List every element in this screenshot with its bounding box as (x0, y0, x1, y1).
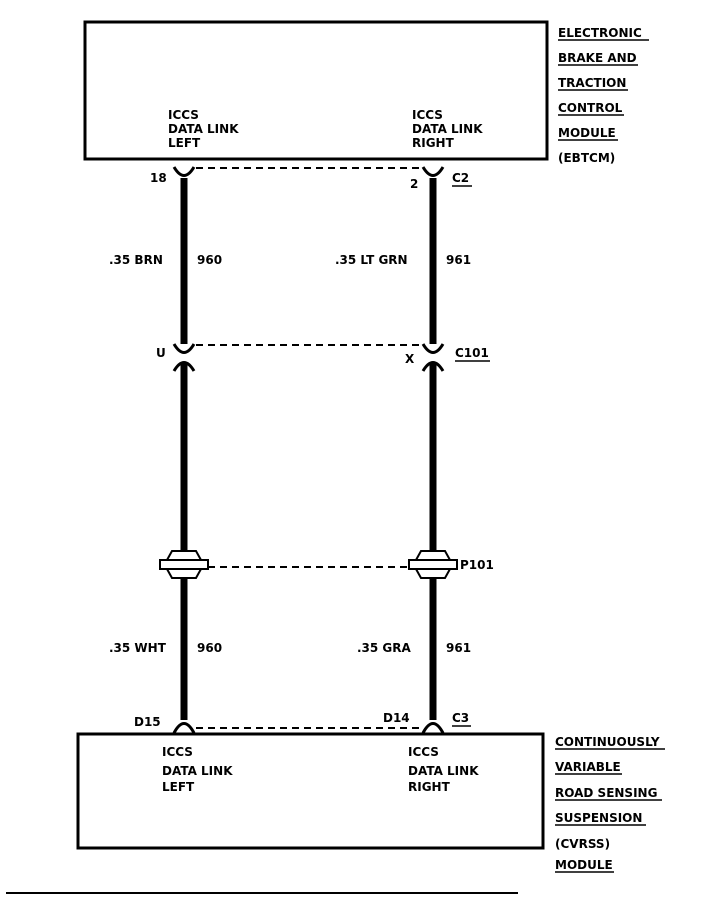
cvrss-right-connector-terminal (421, 722, 445, 734)
cvrss-right-pin: D14 (383, 711, 410, 725)
c101-right-pin: X (405, 352, 415, 366)
ebtcm-module-label: ELECTRONIC BRAKE AND TRACTION CONTROL MO… (558, 26, 649, 165)
cvrss-left-terminal-line-2: DATA LINK (162, 764, 233, 778)
pass-through-p101-label: P101 (460, 558, 494, 572)
c101-right-lower-terminal (421, 361, 445, 372)
wire-961-upper-gauge-color: .35 LT GRN (335, 253, 408, 267)
connector-c101-label: C101 (455, 346, 489, 360)
cvrss-left-connector-terminal (172, 722, 196, 734)
cvrss-label-line-2: VARIABLE (555, 760, 621, 774)
connector-c3-label: C3 (452, 711, 469, 725)
ebtcm-label-line-4: CONTROL (558, 101, 623, 115)
wire-961-lower-gauge-color: .35 GRA (357, 641, 412, 655)
c101-left-upper-terminal (172, 343, 196, 354)
ebtcm-label-line-3: TRACTION (558, 76, 626, 90)
cvrss-module-box (76, 732, 545, 850)
cvrss-label-line-4: SUSPENSION (555, 811, 642, 825)
ebtcm-right-connector-terminal (421, 166, 445, 177)
ebtcm-module-box (83, 20, 549, 161)
wire-960-lower-gauge-color: .35 WHT (109, 641, 167, 655)
cvrss-right-terminal-line-1: ICCS (408, 745, 439, 759)
ebtcm-label-line-6: (EBTCM) (558, 151, 615, 165)
ebtcm-label-line-5: MODULE (558, 126, 616, 140)
c101-left-lower-terminal (172, 361, 196, 372)
ebtcm-left-terminal-line-1: ICCS (168, 108, 199, 122)
ebtcm-right-pin: 2 (410, 177, 418, 191)
p101-left-grommet (159, 550, 209, 579)
c101-left-pin: U (156, 346, 166, 360)
ebtcm-left-pin: 18 (150, 171, 167, 185)
cvrss-label-line-1: CONTINUOUSLY (555, 735, 660, 749)
ebtcm-right-terminal-line-1: ICCS (412, 108, 443, 122)
p101-right-grommet (408, 550, 458, 579)
ebtcm-label-line-1: ELECTRONIC (558, 26, 642, 40)
cvrss-left-pin: D15 (134, 715, 161, 729)
cvrss-left-terminal-line-3: LEFT (162, 780, 195, 794)
ebtcm-right-terminal-line-3: RIGHT (412, 136, 455, 150)
ebtcm-right-terminal-line-2: DATA LINK (412, 122, 483, 136)
wire-961-lower-circuit: 961 (446, 641, 471, 655)
ebtcm-left-terminal-line-2: DATA LINK (168, 122, 239, 136)
wire-960-lower-circuit: 960 (197, 641, 222, 655)
cvrss-right-terminal-line-2: DATA LINK (408, 764, 479, 778)
cvrss-label-line-5: (CVRSS) (555, 837, 610, 851)
c101-right-upper-terminal (421, 343, 445, 354)
cvrss-left-terminal-line-1: ICCS (162, 745, 193, 759)
wire-961-upper-circuit: 961 (446, 253, 471, 267)
connector-c2-label: C2 (452, 171, 469, 185)
ebtcm-left-connector-terminal (172, 166, 196, 177)
wire-960-upper-gauge-color: .35 BRN (109, 253, 163, 267)
cvrss-right-terminal-line-3: RIGHT (408, 780, 451, 794)
cvrss-label-line-3: ROAD SENSING (555, 786, 657, 800)
ebtcm-left-terminal-line-3: LEFT (168, 136, 201, 150)
wire-960-upper-circuit: 960 (197, 253, 222, 267)
ebtcm-label-line-2: BRAKE AND (558, 51, 637, 65)
cvrss-label-line-6: MODULE (555, 858, 613, 872)
cvrss-module-label: CONTINUOUSLY VARIABLE ROAD SENSING SUSPE… (555, 735, 665, 873)
